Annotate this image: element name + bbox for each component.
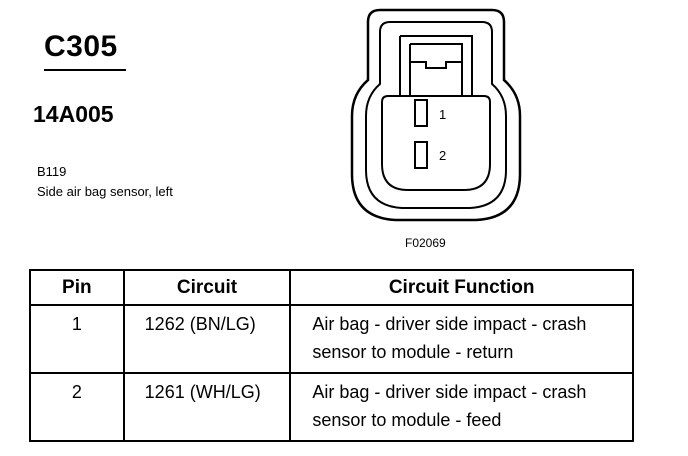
table-header-row: Pin Circuit Circuit Function (29, 269, 634, 306)
pin-cell: 1 (29, 304, 125, 374)
pin-label-1: 1 (439, 107, 446, 122)
connector-face-diagram: 1 2 (350, 8, 522, 222)
table-row: 1 1262 (BN/LG) Air bag - driver side imp… (29, 304, 634, 374)
circuit-cell: 1261 (WH/LG) (122, 372, 292, 442)
connector-outer-shell (350, 8, 522, 222)
header-circuit-function: Circuit Function (289, 269, 634, 306)
header-circuit: Circuit (122, 269, 292, 306)
component-code: B119 (37, 164, 67, 179)
pin-housing (381, 95, 491, 191)
locking-tab (399, 35, 473, 96)
pinout-table: Pin Circuit Circuit Function 1 1262 (BN/… (29, 269, 634, 442)
header-pin: Pin (29, 269, 125, 306)
circuit-function-cell: Air bag - driver side impact - crash sen… (289, 372, 634, 442)
pin-cavity-1 (414, 99, 428, 127)
table-row: 2 1261 (WH/LG) Air bag - driver side imp… (29, 372, 634, 442)
pin-cell: 2 (29, 372, 125, 442)
circuit-function-cell: Air bag - driver side impact - crash sen… (289, 304, 634, 374)
connector-inner-shell (365, 21, 507, 209)
component-description: Side air bag sensor, left (37, 184, 173, 199)
figure-code: F02069 (405, 236, 446, 250)
connector-id: C305 (44, 30, 118, 63)
connector-id-underline (44, 69, 126, 71)
pin-label-2: 2 (439, 148, 446, 163)
circuit-cell: 1262 (BN/LG) (122, 304, 292, 374)
pin-cavity-2 (414, 141, 428, 169)
latch-notch (410, 61, 462, 69)
part-number: 14A005 (33, 101, 114, 127)
